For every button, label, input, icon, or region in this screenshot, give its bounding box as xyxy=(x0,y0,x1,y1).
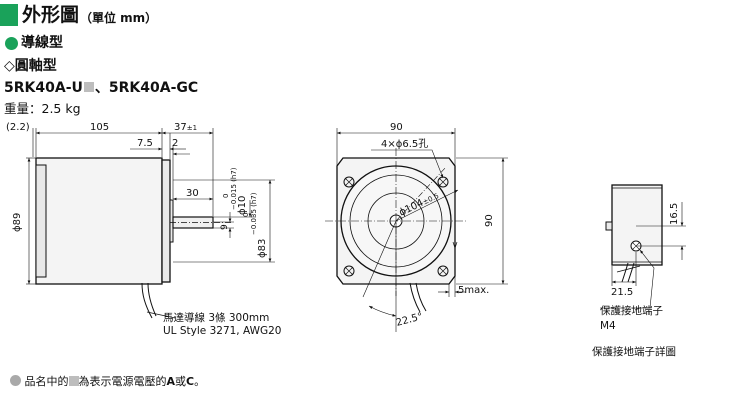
motor-flange xyxy=(161,159,171,283)
dim-front-width: 90 xyxy=(390,122,403,133)
footnote-pre: 品名中的 xyxy=(24,375,69,388)
side-view-labels: (2.2) 105 37±1 7.5 2 30 9 ϕ89 ϕ10 0−0.01… xyxy=(6,122,281,337)
ground-screw-size: M4 xyxy=(600,320,616,332)
voltage-placeholder-box xyxy=(68,376,79,386)
dim-shaft-dia: ϕ10 xyxy=(237,196,248,215)
ground-terminal-label: 保護接地端子 xyxy=(600,304,663,317)
footnote-end: 。 xyxy=(194,375,206,388)
footnote: 品名中的為表示電源電壓的A或C。 xyxy=(10,375,205,389)
dim-body-length: 105 xyxy=(90,122,109,133)
green-bullet-icon xyxy=(5,37,18,50)
model-a: 5RK40A-U xyxy=(4,80,83,96)
dim-16-5: 16.5 xyxy=(669,203,680,225)
unit-label: （單位 mm） xyxy=(80,11,158,25)
dim-pilot-tol: 0−0.035 (h7) xyxy=(242,192,258,235)
motor-body xyxy=(35,157,163,285)
footnote-or: 或 xyxy=(175,375,187,388)
motor-rear-cap xyxy=(35,164,47,278)
model-b: 5RK40A-GC xyxy=(108,80,199,96)
ground-detail-view xyxy=(600,184,686,309)
dim-shaft-length: 37±1 xyxy=(174,122,197,133)
dim-5max: 5max. xyxy=(458,285,489,296)
model-numbers: 5RK40A-U 、5RK40A-GC xyxy=(4,79,198,97)
detail-body xyxy=(611,184,663,266)
footnote-post: 為表示電源電壓的 xyxy=(78,375,167,388)
footnote-a: A xyxy=(166,375,176,388)
dim-mounting-holes: 4×ϕ6.5孔 xyxy=(381,138,428,150)
weight-label: 重量：2.5 kg xyxy=(4,101,81,116)
front-view xyxy=(325,128,508,332)
shaft-heading: ◇圓軸型 xyxy=(4,58,57,74)
dim-angle: 22.5° xyxy=(395,311,424,329)
model-separator: 、 xyxy=(94,80,109,96)
voltage-placeholder-box xyxy=(83,82,94,92)
side-view xyxy=(26,128,275,319)
dim-7-5: 7.5 xyxy=(137,138,153,149)
front-view-labels: 90 90 4×ϕ6.5孔 ϕ104±0.5 5max. 22.5° xyxy=(381,122,495,329)
dim-30: 30 xyxy=(186,188,199,199)
page-title: 外形圖 xyxy=(22,4,80,26)
mounting-hole xyxy=(437,265,449,277)
dim-front-height: 90 xyxy=(484,214,495,227)
dim-9: 9 xyxy=(220,224,230,230)
dim-shaft-dia-tol: 0−0.015 (h7) xyxy=(222,167,238,210)
footnote-c: C xyxy=(186,375,195,388)
dim-pilot-dia: ϕ83 xyxy=(257,239,268,258)
lead-wire-line1: 馬達導線 3條 300mm xyxy=(163,311,269,324)
dim-21-5: 21.5 xyxy=(611,287,633,298)
type-heading: 導線型 xyxy=(21,35,63,51)
mounting-hole xyxy=(343,176,355,188)
dim-offset: (2.2) xyxy=(6,122,30,133)
lead-wire-line2: UL Style 3271, AWG20 xyxy=(163,325,281,337)
lead-wire xyxy=(141,282,153,319)
gray-bullet-icon xyxy=(10,375,21,386)
title-marker xyxy=(0,4,18,26)
ground-detail-labels: 16.5 21.5 保護接地端子 M4 保護接地端子詳圖 xyxy=(592,203,680,358)
dim-2: 2 xyxy=(172,138,178,149)
dim-body-dia: ϕ89 xyxy=(12,213,23,232)
mounting-hole xyxy=(343,265,355,277)
detail-caption: 保護接地端子詳圖 xyxy=(592,345,676,358)
